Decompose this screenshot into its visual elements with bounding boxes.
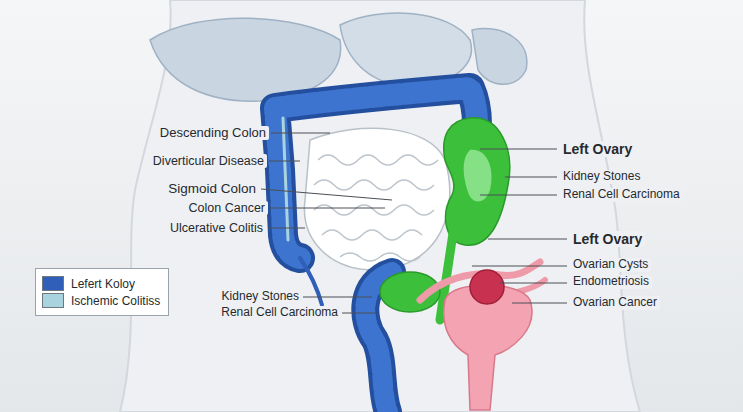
condition-label: Kidney Stones [560,170,643,184]
torso-outline [120,0,640,412]
condition-label: Descending Colon [157,126,269,141]
renal-pelvis [464,150,492,202]
legend-entry: Lefert Koloy [42,276,160,291]
condition-label: Kidney Stones [219,290,302,304]
condition-label: Colon Cancer [186,201,268,215]
condition-label: Sigmoid Colon [165,181,259,197]
condition-label: Ovarian Cancer [570,296,660,310]
uterus [420,262,545,410]
condition-label: Diverticular Disease [150,154,267,168]
condition-label: Ovarian Cysts [570,258,651,272]
legend-entry: Ischemic Colitiss [42,293,160,308]
condition-label: Renal Cell Carcinoma [218,306,341,320]
legend-text: Lefert Koloy [71,277,135,291]
condition-label: Renal Cell Carcinoma [560,188,683,202]
condition-label: Ulcerative Colitis [167,221,266,235]
condition-label: Endometriosis [570,275,652,289]
legend-box: Lefert KoloyIschemic Colitiss [35,268,169,316]
spleen [472,29,527,85]
organ-label: Left Ovary [560,141,635,157]
legend-swatch [42,293,64,308]
legend-swatch [42,276,64,291]
legend-text: Ischemic Colitiss [71,294,160,308]
organ-label: Left Ovary [570,231,645,247]
leader-lines [261,133,567,313]
